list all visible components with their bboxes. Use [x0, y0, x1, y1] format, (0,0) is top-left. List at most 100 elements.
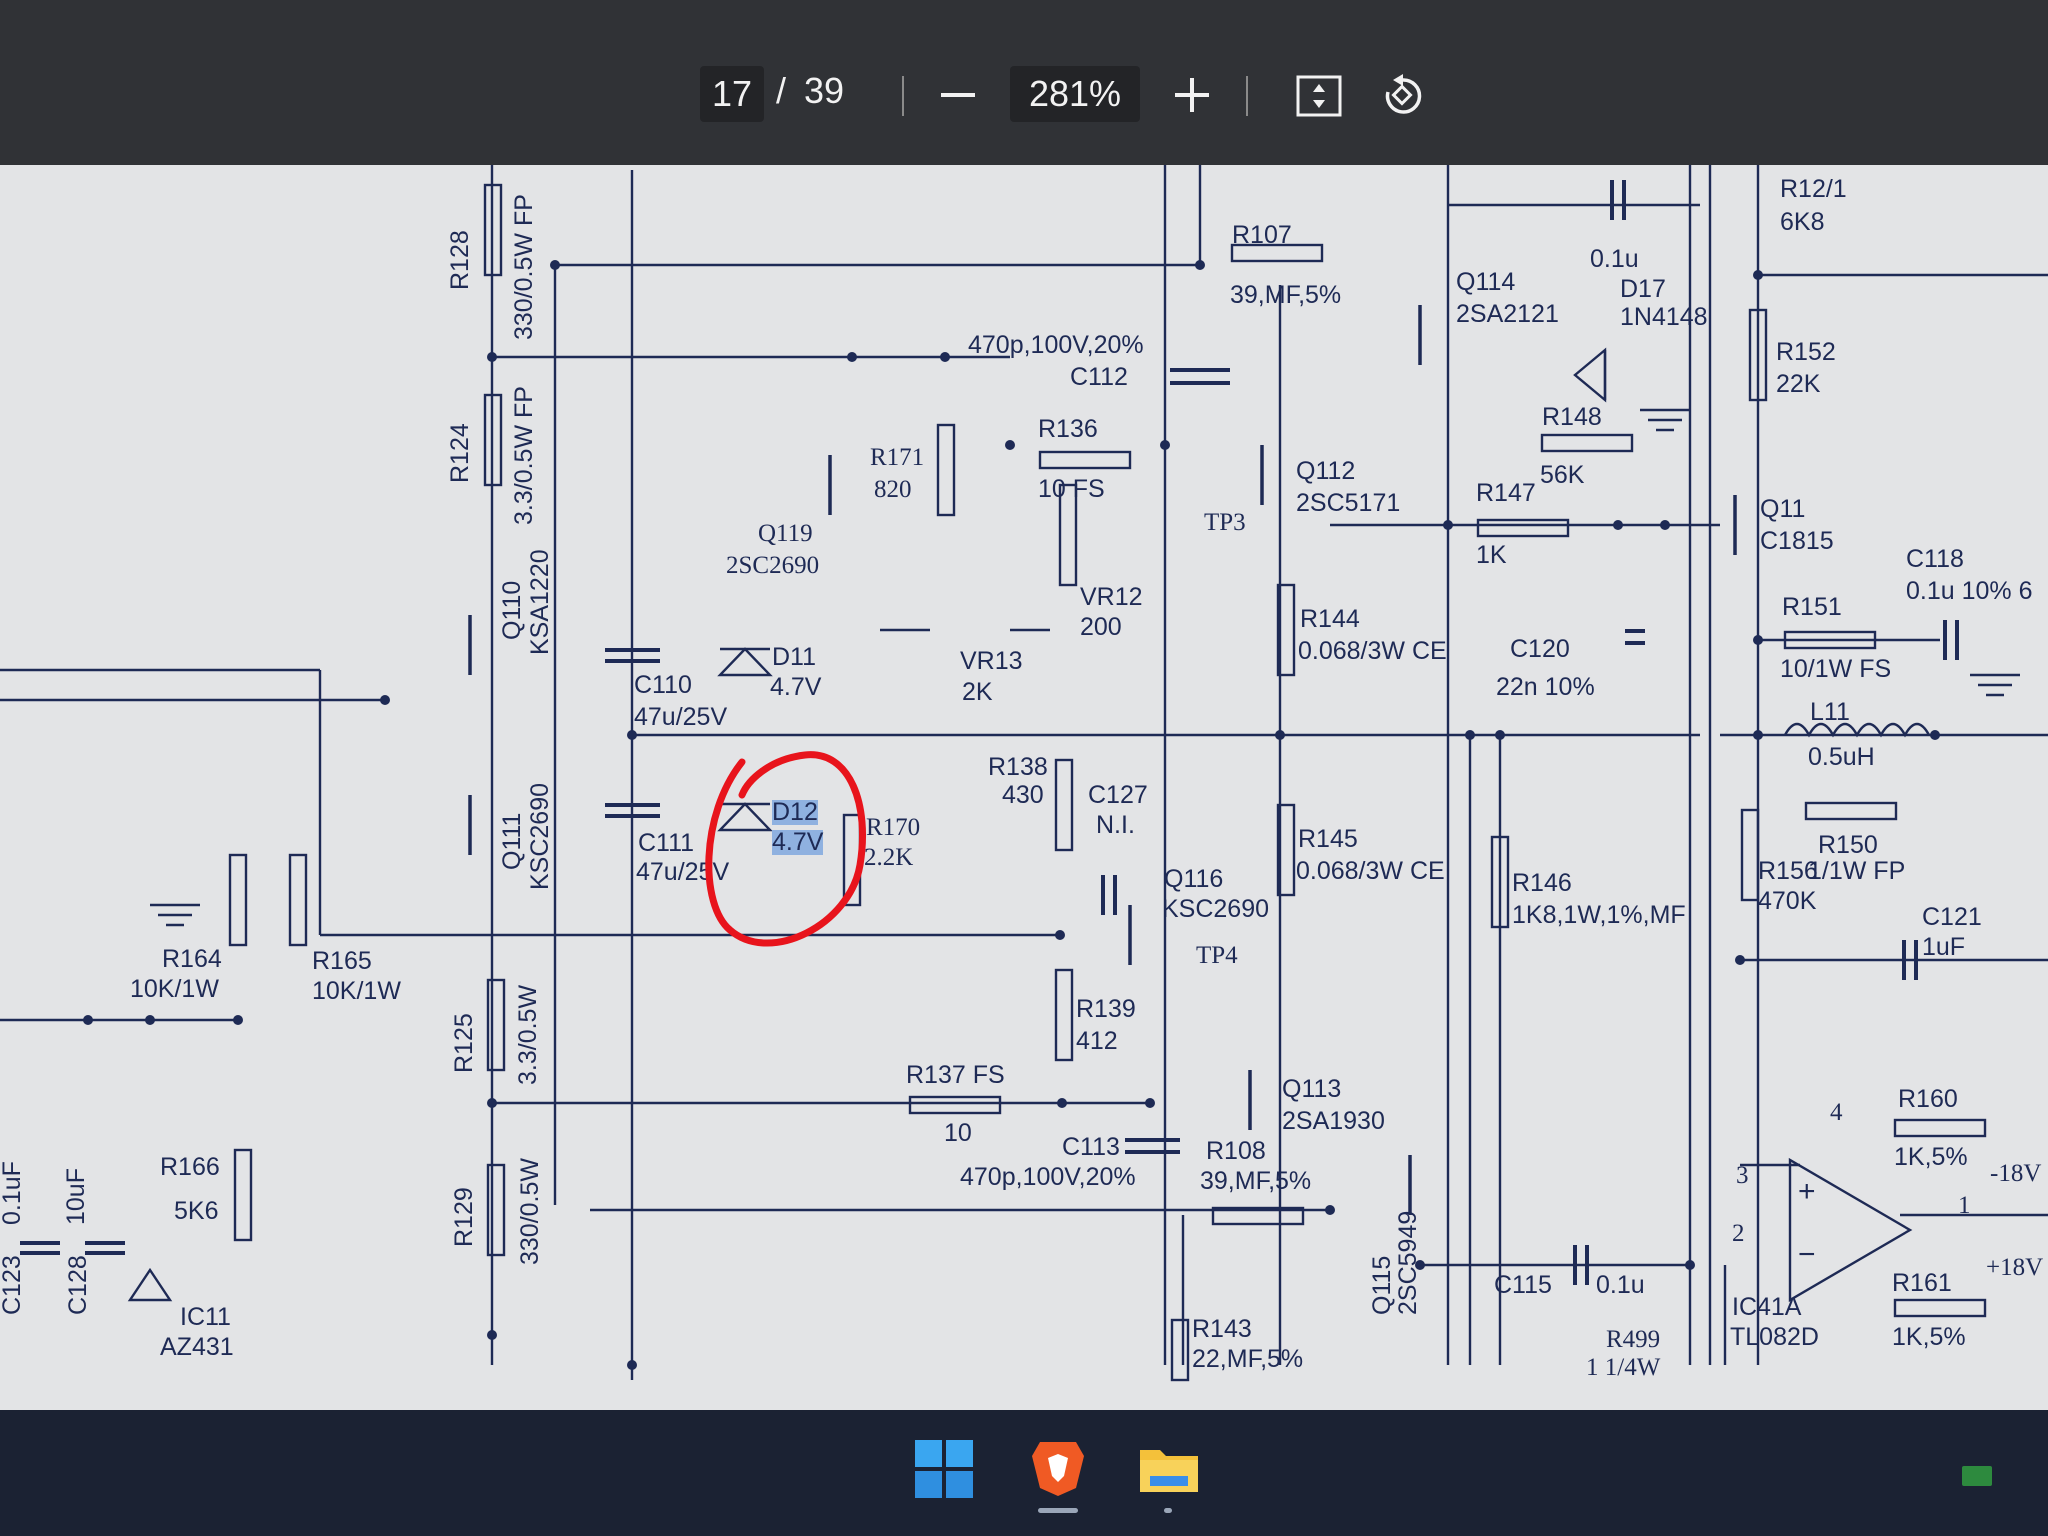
page-separator: /: [776, 70, 787, 111]
label-q11: Q11: [1760, 495, 1806, 523]
label-q119-type: 2SC2690: [726, 552, 820, 579]
rotate-icon: [1385, 74, 1422, 114]
rotate-button[interactable]: [1376, 70, 1430, 122]
label-q115-type: 2SC5949: [1394, 1210, 1422, 1315]
label-r129: R129: [450, 1187, 478, 1247]
brave-browser-icon[interactable]: [1030, 1436, 1086, 1498]
label-r170: R170: [866, 814, 921, 841]
fit-page-icon: [1296, 75, 1342, 117]
label-q112-type: 2SC5171: [1296, 489, 1401, 517]
label-q119: Q119: [758, 520, 813, 547]
label-r147-value: 1K: [1476, 541, 1507, 569]
label-d11-value: 4.7V: [770, 673, 822, 701]
zoom-level-text: 281%: [1028, 73, 1122, 114]
label-c127-value: N.I.: [1096, 811, 1135, 839]
label-r152-value: 22K: [1776, 370, 1821, 398]
label-r146-value: 1K8,1W,1%,MF: [1512, 901, 1686, 929]
label-r137: R137 FS: [906, 1061, 1005, 1089]
label-r148: R148: [1542, 403, 1602, 431]
label-r139: R139: [1076, 995, 1136, 1023]
label-c121-value: 1uF: [1922, 933, 1966, 961]
label-r164-value: 10K/1W: [130, 975, 219, 1003]
label-q114: Q114: [1456, 268, 1516, 296]
toolbar-divider: [902, 76, 904, 116]
label-c110-value: 47u/25V: [634, 703, 728, 731]
label-q112: Q112: [1296, 457, 1356, 485]
label-r164: R164: [162, 945, 222, 973]
label-ic11: IC11: [180, 1303, 231, 1331]
label-q113: Q113: [1282, 1075, 1342, 1103]
pdf-toolbar: 17 / 39 281%: [0, 0, 2048, 165]
label-c123-value: 0.1uF: [0, 1161, 26, 1225]
label-r12-1: R12/1: [1780, 175, 1847, 203]
label-r145-value: 0.068/3W CE: [1296, 857, 1445, 885]
label-ic41a: IC41A: [1732, 1293, 1802, 1321]
label-r144-value: 0.068/3W CE: [1298, 637, 1447, 665]
label-c120: C120: [1510, 635, 1570, 663]
label-r166: R166: [160, 1153, 220, 1181]
label-q113-type: 2SA1930: [1282, 1107, 1385, 1135]
label-q111-type: KSC2690: [526, 782, 554, 890]
label-r136: R136: [1038, 415, 1098, 443]
label-c115-value: 0.1u: [1596, 1271, 1645, 1299]
label-r128: R128: [446, 230, 474, 290]
label-c-top-value: 0.1u: [1590, 245, 1639, 273]
zoom-level-input[interactable]: 281%: [1010, 66, 1140, 122]
label-c111: C111: [638, 829, 695, 857]
label-d11: D11: [772, 643, 817, 671]
label-r138: R138: [988, 753, 1048, 781]
label-c123: C123: [0, 1255, 26, 1315]
label-r165: R165: [312, 947, 372, 975]
label-q111: Q111: [498, 812, 526, 870]
label-r160: R160: [1898, 1085, 1958, 1113]
label-minus18v: -18V: [1990, 1160, 2042, 1187]
label-vr12: VR12: [1080, 583, 1143, 611]
tray-icon[interactable]: [1962, 1466, 1992, 1486]
label-tp3: TP3: [1204, 509, 1246, 536]
label-vr13-value: 2K: [962, 678, 993, 706]
label-c118-value: 0.1u 10% 6: [1906, 577, 2033, 605]
label-d17-type: 1N4148: [1620, 303, 1708, 331]
zoom-out-button[interactable]: [936, 70, 980, 120]
zoom-in-button[interactable]: [1168, 70, 1216, 120]
label-r148-value: 56K: [1540, 461, 1585, 489]
schematic-wiring: [0, 165, 2048, 1382]
label-ic41a-type: TL082D: [1730, 1323, 1819, 1351]
active-app-indicator: [1038, 1508, 1078, 1513]
label-r12-1-value: 6K8: [1780, 208, 1825, 236]
minus-icon: [941, 93, 975, 97]
label-q115: Q115: [1368, 1255, 1396, 1315]
windows-start-icon[interactable]: [915, 1440, 973, 1498]
label-vr13: VR13: [960, 647, 1023, 675]
label-r144: R144: [1300, 605, 1360, 633]
label-r108: R108: [1206, 1137, 1266, 1165]
label-tp4: TP4: [1196, 942, 1238, 969]
label-r125-value: 3.3/0.5W: [514, 984, 542, 1085]
label-r171: R171: [870, 444, 925, 471]
label-l11: L11: [1810, 698, 1850, 726]
label-r499: R499: [1606, 1326, 1661, 1353]
label-r165-value: 10K/1W: [312, 977, 401, 1005]
label-l11-value: 0.5uH: [1808, 743, 1875, 771]
plus-icon: [1175, 78, 1209, 112]
label-r128-value: 330/0.5W FP: [510, 194, 538, 340]
label-r143-value: 22,MF,5%: [1192, 1345, 1304, 1373]
label-q116: Q116: [1164, 865, 1224, 893]
label-r161-value: 1K,5%: [1892, 1323, 1966, 1351]
label-r143: R143: [1192, 1315, 1252, 1343]
page-number-input[interactable]: 17: [700, 66, 764, 122]
label-r171-value: 820: [874, 476, 912, 503]
label-r107: R107: [1232, 221, 1292, 249]
label-c110: C110: [634, 671, 692, 699]
label-r151-value: 10/1W FS: [1780, 655, 1892, 683]
label-r147: R147: [1476, 479, 1536, 507]
label-r152: R152: [1776, 338, 1836, 366]
fit-page-button[interactable]: [1292, 70, 1346, 122]
label-r145: R145: [1298, 825, 1358, 853]
label-r161: R161: [1892, 1269, 1952, 1297]
label-r146: R146: [1512, 869, 1572, 897]
label-r151: R151: [1782, 593, 1842, 621]
file-explorer-icon[interactable]: [1138, 1440, 1200, 1494]
label-c121: C121: [1922, 903, 1982, 931]
label-r137-value: 10: [944, 1119, 972, 1147]
